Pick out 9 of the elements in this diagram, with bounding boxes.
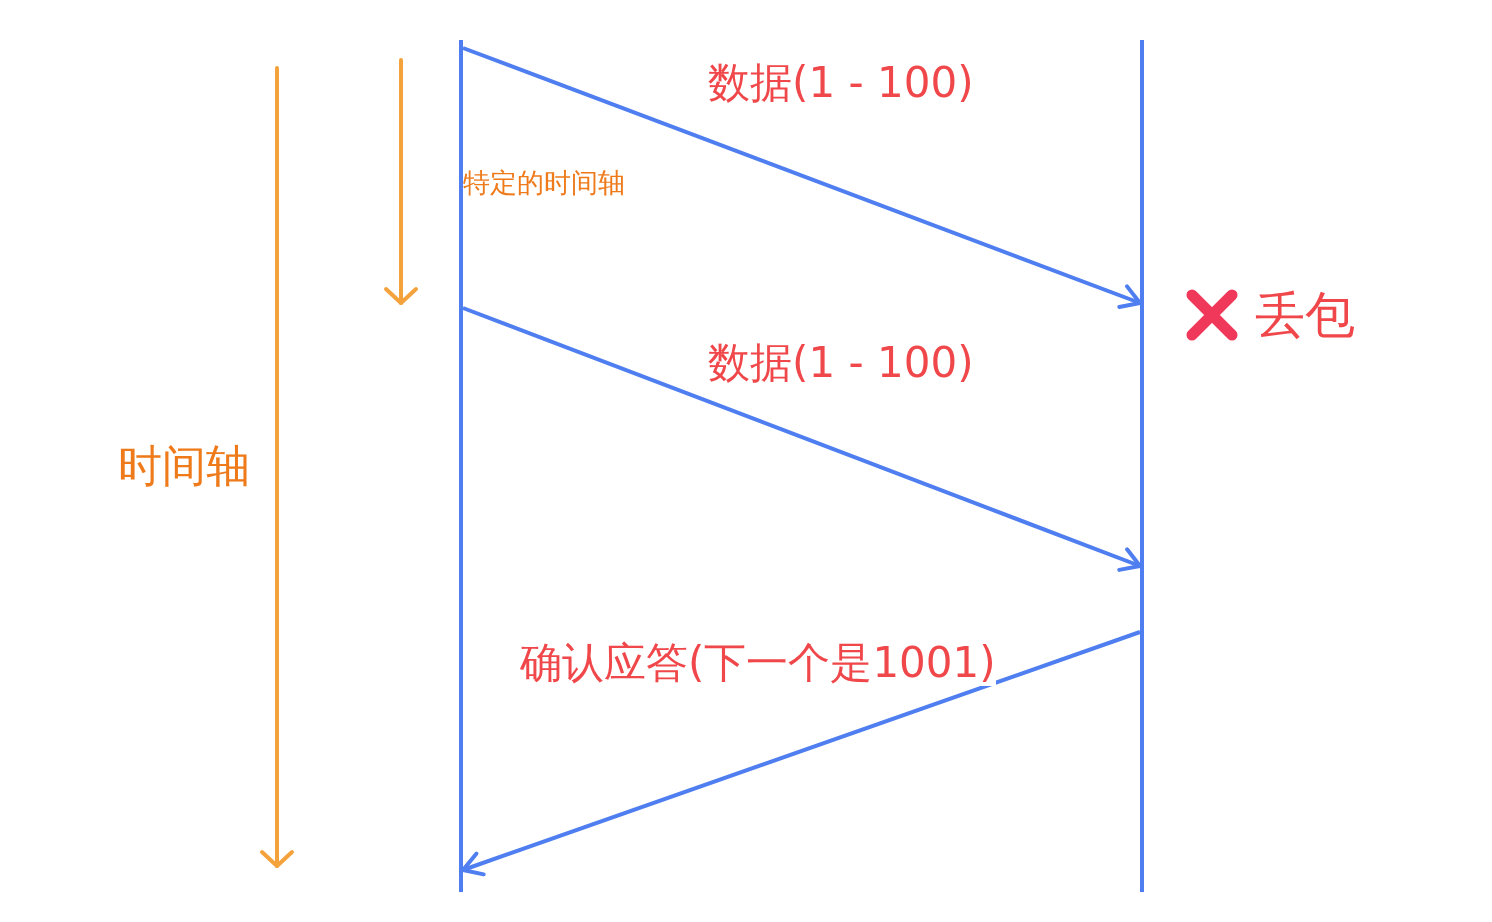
axis-label: 时间轴	[118, 442, 250, 491]
arrow	[461, 630, 1141, 877]
edge-label: 确认应答(下一个是1001)	[520, 640, 996, 687]
axis-label: 特定的时间轴	[463, 168, 625, 198]
arrow	[462, 46, 1142, 309]
lifeline	[1140, 40, 1144, 892]
lifeline	[459, 40, 463, 892]
status-label: 丢包	[1255, 288, 1355, 343]
arrow	[462, 306, 1142, 572]
